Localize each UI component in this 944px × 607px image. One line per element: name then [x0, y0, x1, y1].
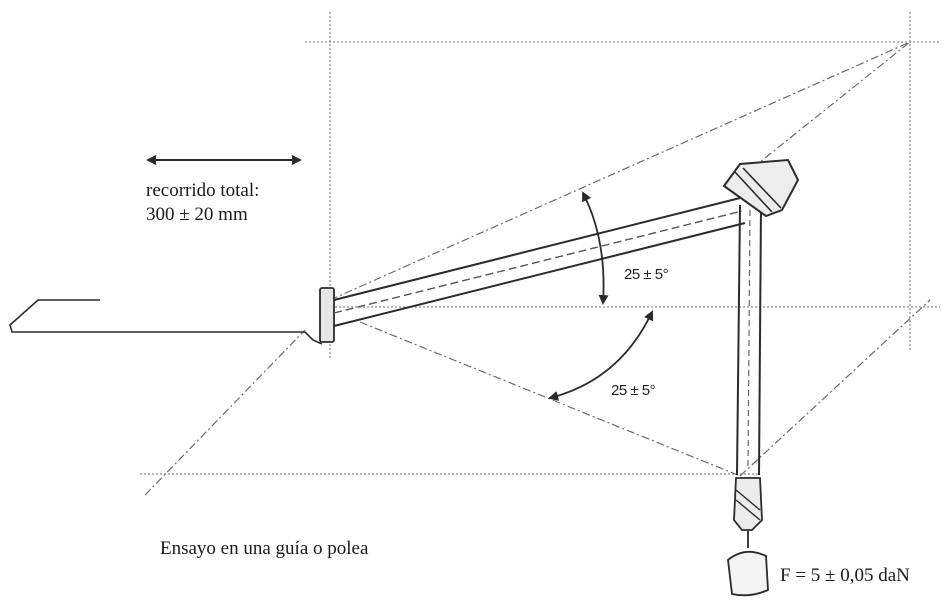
bench-edge	[9, 299, 323, 345]
reference-lines	[144, 41, 931, 496]
figure-caption: Ensayo en una guía o polea	[160, 538, 369, 559]
belt-vertical	[736, 204, 762, 476]
angle-label-lower: 25 ± 5°	[611, 382, 656, 399]
angle-arc-lower	[548, 310, 654, 401]
pulley-guide	[722, 158, 800, 218]
travel-label-line2: 300 ± 20 mm	[146, 204, 248, 225]
force-label: F = 5 ± 0,05 daN	[780, 565, 910, 586]
travel-label-line1: recorrido total:	[146, 180, 260, 201]
weight	[727, 530, 769, 597]
travel-label: recorrido total: 300 ± 20 mm	[146, 179, 259, 227]
belt-upper	[333, 197, 746, 327]
anchor-block	[319, 287, 335, 343]
construction-lines	[140, 12, 940, 475]
angle-arc-upper	[582, 191, 609, 305]
angle-label-upper: 25 ± 5°	[624, 266, 669, 283]
buckle	[733, 477, 763, 531]
